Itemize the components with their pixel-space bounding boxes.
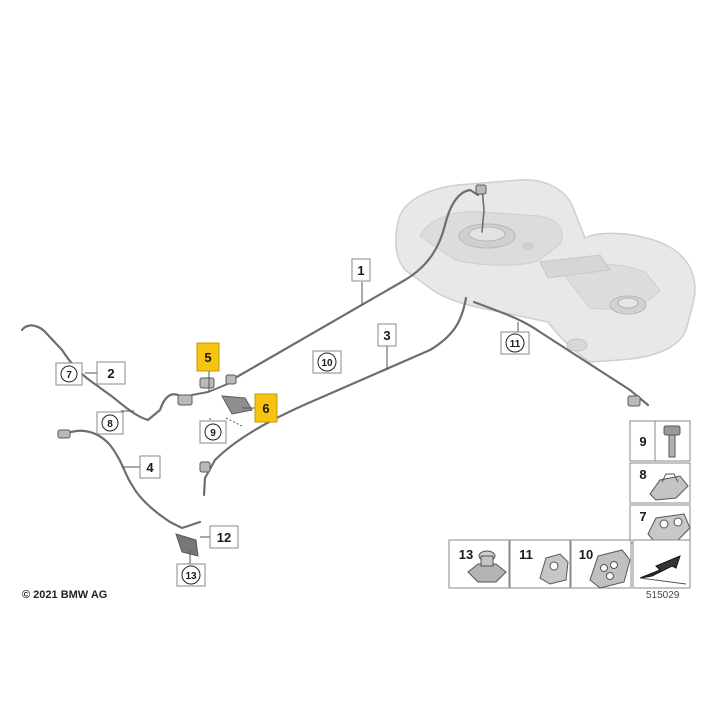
svg-text:2: 2: [107, 366, 114, 381]
svg-text:13: 13: [185, 571, 197, 582]
svg-text:3: 3: [383, 328, 390, 343]
panel-part-7[interactable]: 7: [629, 504, 691, 544]
svg-text:12: 12: [217, 530, 231, 545]
svg-text:4: 4: [146, 460, 154, 475]
fuel-tank: [395, 179, 696, 363]
svg-text:10: 10: [321, 358, 333, 369]
svg-text:7: 7: [639, 509, 646, 524]
svg-text:8: 8: [107, 419, 113, 430]
copyright-text: © 2021 BMW AG: [22, 589, 108, 601]
panel-part-13[interactable]: 13: [448, 539, 510, 589]
callout-8[interactable]: 8: [96, 411, 124, 435]
fuel-line-4: [60, 429, 202, 530]
clip-icon: [649, 473, 689, 501]
fuel-line-to-11: [472, 300, 650, 407]
svg-text:6: 6: [262, 401, 269, 416]
svg-text:5: 5: [204, 350, 211, 365]
multi-clip-icon: [589, 549, 631, 589]
svg-text:8: 8: [639, 467, 646, 482]
callout-2[interactable]: 2: [96, 361, 126, 385]
fuel-line-3: [202, 296, 468, 497]
svg-text:13: 13: [459, 547, 473, 562]
callout-6[interactable]: 6: [254, 393, 278, 423]
fuel-line-1: [233, 188, 480, 380]
fittings: [57, 184, 641, 557]
panel-part-11[interactable]: 11: [509, 539, 571, 589]
leader-lines: [85, 282, 519, 566]
callout-10[interactable]: 10: [312, 350, 342, 374]
panel-part-8[interactable]: 8: [629, 462, 691, 504]
diagram-id: 515029: [646, 590, 680, 601]
panel-part-10[interactable]: 10: [570, 539, 632, 589]
callout-3[interactable]: 3: [377, 323, 397, 347]
panel-part-9[interactable]: 9: [629, 420, 691, 462]
svg-text:10: 10: [579, 547, 593, 562]
nut-icon: [467, 550, 507, 583]
callout-4[interactable]: 4: [139, 455, 161, 479]
double-clip-icon: [647, 513, 691, 542]
bolt-icon: [663, 425, 681, 458]
callout-13[interactable]: 13: [176, 563, 206, 587]
svg-text:7: 7: [66, 370, 72, 381]
svg-text:9: 9: [210, 428, 216, 439]
svg-text:11: 11: [519, 547, 533, 562]
callout-11[interactable]: 11: [500, 331, 530, 355]
callout-1[interactable]: 1: [351, 258, 371, 282]
callout-5[interactable]: 5: [196, 342, 220, 372]
callout-9[interactable]: 9: [199, 420, 227, 444]
callout-12[interactable]: 12: [209, 525, 239, 549]
fuel-lines: [20, 187, 650, 530]
direction-arrow-icon: [632, 539, 691, 589]
pipe-clip-icon: [539, 553, 569, 585]
svg-text:9: 9: [639, 434, 646, 449]
callout-7[interactable]: 7: [55, 362, 83, 386]
parts-panel: 9 8 7 13: [448, 420, 691, 589]
svg-text:11: 11: [510, 339, 521, 350]
svg-text:1: 1: [357, 263, 364, 278]
